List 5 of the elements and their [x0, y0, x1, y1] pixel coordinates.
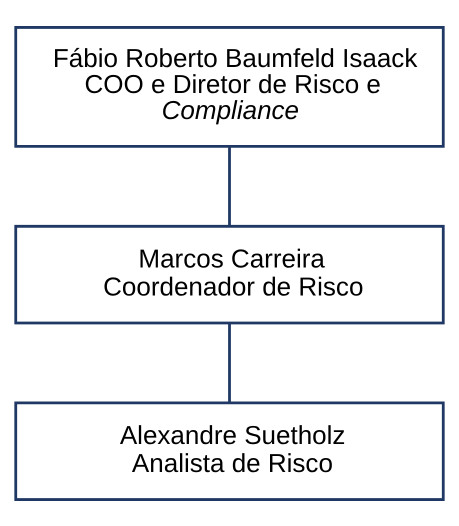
node-box: Fábio Roberto Baumfeld Isaack COO e Diretor de Risco e Compliance	[14, 26, 445, 148]
node-box: Marcos Carreira Coordenador de Risco	[14, 224, 445, 324]
connector	[228, 323, 231, 402]
connector	[228, 146, 231, 226]
node-box: Alexandre Suetholz Analista de Risco	[14, 401, 445, 500]
